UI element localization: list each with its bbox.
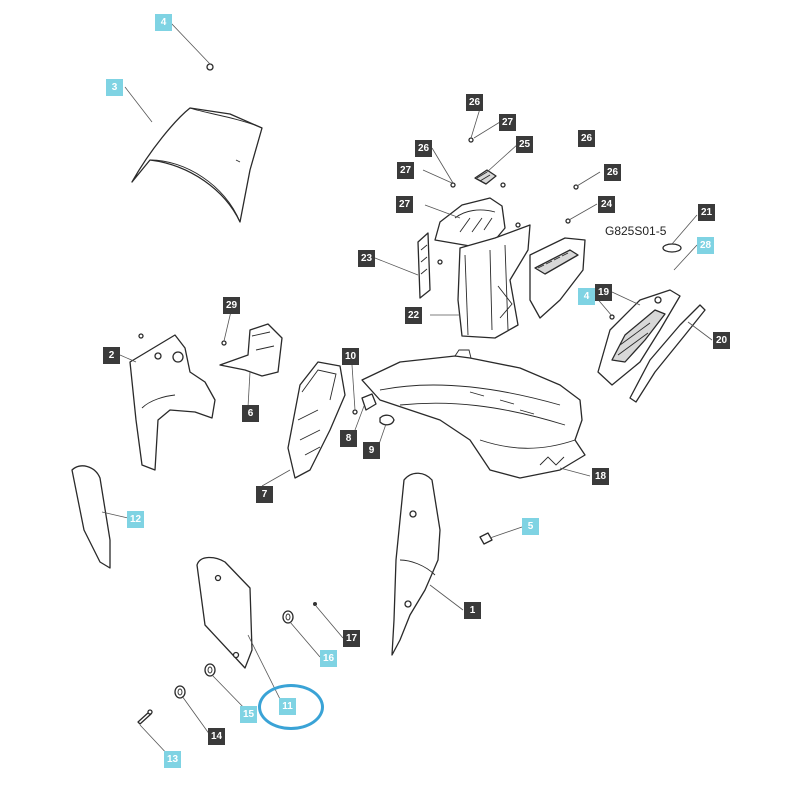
- callout-16: 16: [320, 650, 337, 667]
- part-18-floor: [361, 349, 586, 479]
- callout-26: 26: [466, 94, 483, 111]
- part-3-hood: [131, 63, 263, 223]
- callout-15: 15: [240, 706, 257, 723]
- callout-25: 25: [516, 136, 533, 153]
- callout-19: 19: [595, 284, 612, 301]
- part-20-trim: [629, 304, 706, 403]
- callout-8: 8: [340, 430, 357, 447]
- callout-27: 27: [397, 162, 414, 179]
- part-8-9-clips: [361, 393, 395, 426]
- callout-3: 3: [106, 79, 123, 96]
- part-7-duct: [287, 361, 358, 479]
- callout-2: 2: [103, 347, 120, 364]
- callout-4: 4: [155, 14, 172, 31]
- callout-26: 26: [415, 140, 432, 157]
- callout-20: 20: [713, 332, 730, 349]
- grommets: [174, 602, 317, 699]
- callout-14: 14: [208, 728, 225, 745]
- callout-13: 13: [164, 751, 181, 768]
- callout-1: 1: [464, 602, 481, 619]
- callout-21: 21: [698, 204, 715, 221]
- callout-18: 18: [592, 468, 609, 485]
- callout-9: 9: [363, 442, 380, 459]
- callout-27: 27: [396, 196, 413, 213]
- part-side-console-box: [529, 184, 586, 319]
- part-11-panel: [196, 556, 253, 669]
- part-13-pin: [137, 709, 153, 725]
- part-6-bracket: [219, 323, 283, 377]
- part-12-flap: [71, 465, 111, 569]
- part-23-strip: [417, 232, 431, 299]
- callout-27: 27: [499, 114, 516, 131]
- callout-28: 28: [697, 237, 714, 254]
- callout-26: 26: [578, 130, 595, 147]
- callout-29: 29: [223, 297, 240, 314]
- part-2-side-panel: [129, 333, 216, 471]
- callout-23: 23: [358, 250, 375, 267]
- callout-22: 22: [405, 307, 422, 324]
- callout-5: 5: [522, 518, 539, 535]
- callout-26: 26: [604, 164, 621, 181]
- callout-17: 17: [343, 630, 360, 647]
- part-21-cap: [662, 243, 682, 253]
- callout-10: 10: [342, 348, 359, 365]
- part-5-screw: [479, 532, 493, 545]
- callout-6: 6: [242, 405, 259, 422]
- highlight-ring: [258, 684, 324, 730]
- diagram-code: G825S01-5: [605, 224, 667, 238]
- callout-24: 24: [598, 196, 615, 213]
- callout-12: 12: [127, 511, 144, 528]
- part-19-rail: [597, 289, 681, 386]
- part-22-console-body: [437, 224, 531, 339]
- callout-4: 4: [578, 288, 595, 305]
- part-1-side-panel: [391, 472, 441, 656]
- callout-7: 7: [256, 486, 273, 503]
